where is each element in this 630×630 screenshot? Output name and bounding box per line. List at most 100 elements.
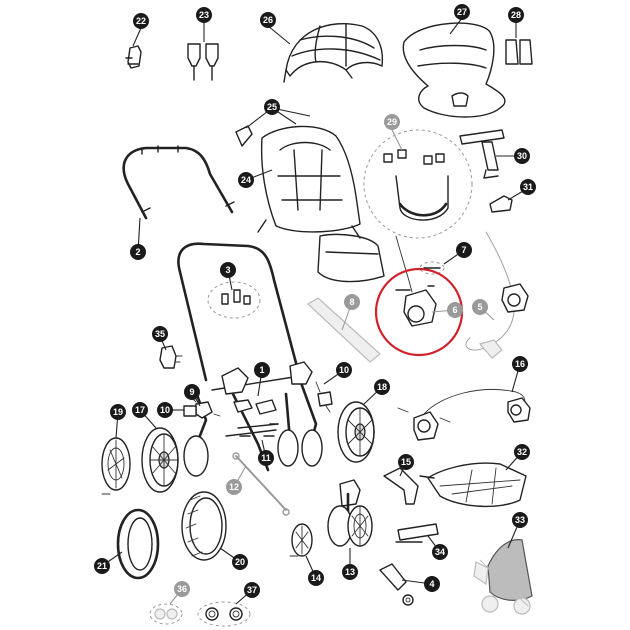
svg-text:11: 11 [261,453,271,463]
part-26-canopy-drawing [283,22,384,83]
svg-text:4: 4 [429,579,434,589]
tyre-20-drawing [181,491,227,561]
svg-text:6: 6 [452,305,457,315]
part-29-bumper-bar-drawing [363,129,473,239]
part-2-handlebar-drawing [122,145,235,220]
part-24-seat-drawing [257,125,385,283]
part-37-caps-drawing [197,601,251,627]
part-25-pad-drawing [235,125,253,147]
badge-part-16[interactable]: 16 [512,356,528,372]
part-8-rod-drawing [307,297,381,363]
svg-text:15: 15 [401,457,411,467]
svg-text:27: 27 [457,7,467,17]
tyre-21-drawing [116,508,160,580]
badge-part-26[interactable]: 26 [260,12,276,28]
part-3-fold-parts-drawing [207,281,261,319]
badge-part-18[interactable]: 18 [374,379,390,395]
svg-text:3: 3 [225,265,230,275]
svg-text:18: 18 [377,382,387,392]
part-35-latch-drawing [159,345,183,369]
part-10-hinges-drawing [183,381,333,417]
part-32-basket-drawing [419,462,527,508]
badge-part-2[interactable]: 2 [130,244,146,260]
svg-text:34: 34 [435,547,445,557]
badge-part-13[interactable]: 13 [342,564,358,580]
badge-part-10-left[interactable]: 10 [157,402,173,418]
svg-text:23: 23 [199,10,209,20]
badge-part-10-right[interactable]: 10 [336,362,352,378]
badge-part-19[interactable]: 19 [110,404,126,420]
svg-text:12: 12 [229,482,239,492]
wheel-19-drawing [101,437,131,495]
badge-part-23[interactable]: 23 [196,7,212,23]
badge-part-31[interactable]: 31 [520,179,536,195]
svg-text:37: 37 [247,585,257,595]
svg-text:32: 32 [517,447,527,457]
badge-part-5[interactable]: 5 [472,299,488,315]
svg-text:8: 8 [349,297,354,307]
svg-text:2: 2 [135,247,140,257]
badge-part-12[interactable]: 12 [226,479,242,495]
svg-text:25: 25 [267,102,277,112]
badge-part-37[interactable]: 37 [244,582,260,598]
badge-part-35[interactable]: 35 [152,326,168,342]
svg-text:10: 10 [160,405,170,415]
part-5-wire-drawing [465,231,515,359]
badge-part-29[interactable]: 29 [384,114,400,130]
badge-part-6[interactable]: 6 [447,302,463,318]
part-number-badges: 1 2 3 4 5 6 7 8 9 10 10 11 12 13 14 15 1… [94,4,536,598]
part-4-pivot-drawing [379,563,414,606]
part-23-adapters-drawing [187,43,219,81]
svg-text:26: 26 [263,15,273,25]
badge-part-9[interactable]: 9 [184,384,200,400]
part-14-small-wheel-drawing [289,523,313,557]
svg-text:35: 35 [155,329,165,339]
svg-text:13: 13 [345,567,355,577]
badge-part-15[interactable]: 15 [398,454,414,470]
svg-text:14: 14 [311,573,321,583]
svg-text:19: 19 [113,407,123,417]
badge-part-24[interactable]: 24 [238,172,254,188]
badge-part-20[interactable]: 20 [232,554,248,570]
part-30-handle-drawing [459,129,505,179]
part-36-spacers-drawing [149,603,183,625]
badge-part-21[interactable]: 21 [94,558,110,574]
part-33-rain-cover-drawing [473,539,533,615]
svg-text:22: 22 [136,16,146,26]
badge-part-27[interactable]: 27 [454,4,470,20]
svg-text:20: 20 [235,557,245,567]
badge-part-34[interactable]: 34 [432,544,448,560]
part-13-swivel-wheels-drawing [327,479,373,547]
part-28-straps-drawing [505,39,533,65]
badge-part-14[interactable]: 14 [308,570,324,586]
part-11-pins-drawing [239,423,279,437]
badge-part-4[interactable]: 4 [424,576,440,592]
badge-part-3[interactable]: 3 [220,262,236,278]
badge-part-32[interactable]: 32 [514,444,530,460]
svg-text:24: 24 [241,175,251,185]
part-7-pins-drawing [419,261,445,275]
badge-part-25[interactable]: 25 [264,99,280,115]
svg-text:33: 33 [515,515,525,525]
svg-text:7: 7 [461,245,466,255]
svg-text:28: 28 [511,10,521,20]
front-wheel-pair-drawing [183,429,323,477]
svg-text:17: 17 [135,405,145,415]
badge-part-36[interactable]: 36 [174,581,190,597]
badge-part-22[interactable]: 22 [133,13,149,29]
part-15-bracket-drawing [383,467,419,505]
badge-part-28[interactable]: 28 [508,7,524,23]
svg-text:21: 21 [97,561,107,571]
badge-part-1[interactable]: 1 [254,362,270,378]
svg-text:31: 31 [523,182,533,192]
part-12-axle-drawing [232,452,290,516]
badge-part-7[interactable]: 7 [456,242,472,258]
badge-part-11[interactable]: 11 [258,450,274,466]
badge-part-8[interactable]: 8 [344,294,360,310]
badge-part-17[interactable]: 17 [132,402,148,418]
badge-part-30[interactable]: 30 [514,148,530,164]
badge-part-33[interactable]: 33 [512,512,528,528]
wheel-18-drawing [337,401,375,463]
svg-text:10: 10 [339,365,349,375]
